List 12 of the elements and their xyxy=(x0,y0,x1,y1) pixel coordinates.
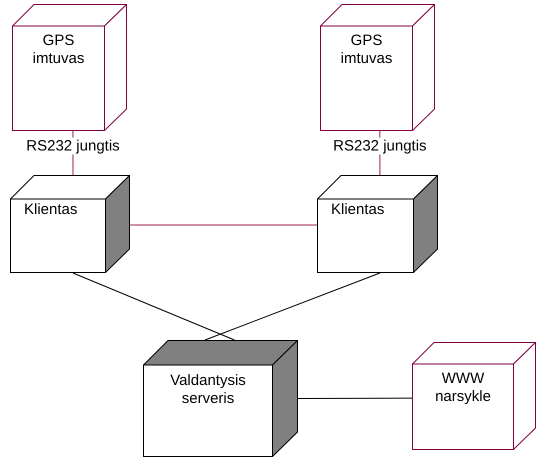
node-label: Valdantysis serveris xyxy=(169,372,247,408)
edge-label: RS232 jungtis xyxy=(25,137,121,154)
node-label: Klientas xyxy=(331,201,386,219)
node-label: Klientas xyxy=(24,201,78,219)
connector-line xyxy=(130,224,318,226)
node-label: GPS imtuvas xyxy=(340,32,394,68)
edge-label: RS232 jungtis xyxy=(332,137,428,154)
node-label: GPS imtuvas xyxy=(32,32,86,68)
connector-line xyxy=(298,398,412,399)
connector-line xyxy=(204,272,380,340)
connector-line xyxy=(72,272,235,340)
node-label: WWW narsykle xyxy=(434,370,492,406)
